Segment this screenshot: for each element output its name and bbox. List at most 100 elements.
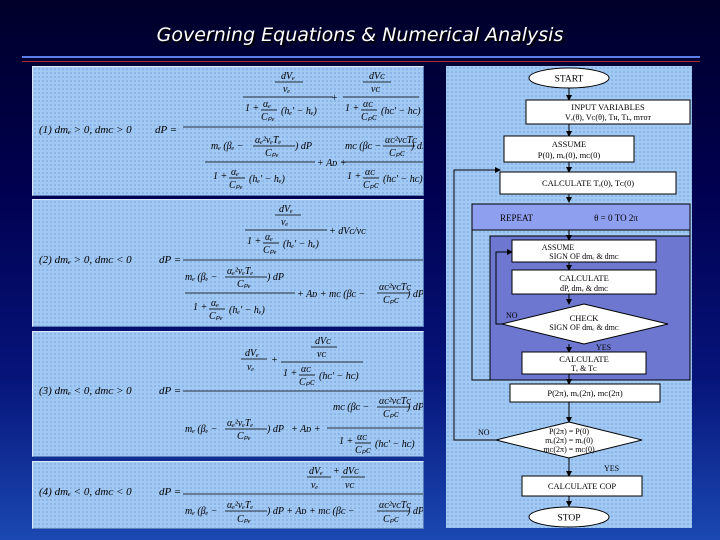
term: mₑ (βₑ − [211, 141, 244, 152]
result-box [509, 383, 661, 403]
term: αᴄ²vᴄTᴄ [379, 396, 411, 407]
term: dVₑ [245, 348, 259, 359]
term: Cₚᴄ [361, 112, 377, 123]
term: 1 + [345, 103, 359, 114]
assume-initial-line-1: ASSUME [552, 139, 586, 149]
term: 1 + [347, 171, 361, 182]
term: ) dP + Aᴅ + mᴄ (βᴄ − [266, 506, 355, 517]
term: + Aᴅ + [291, 424, 321, 435]
term: ) dP [410, 141, 423, 152]
equation-case-4: (4) dmₑ < 0, dmᴄ < 0 dP = dVₑ + dVᴄ vₑ v… [32, 461, 424, 529]
convergence-line-3: mᴄ(2π) = mᴄ(0) [543, 445, 595, 454]
result-label: P(2π), mₑ(2π), mᴄ(2π) [547, 388, 622, 398]
calc-temp-box [521, 351, 647, 375]
term: vₑ [311, 480, 318, 491]
term: αₑ [231, 167, 239, 178]
term: ) dP [406, 289, 423, 300]
check-sign-line-1: CHECK [570, 313, 600, 323]
term: ) dP [406, 506, 423, 517]
term: dVₑ [281, 71, 295, 82]
flowchart-panel: START INPUT VARIABLES Vₑ(θ), Vᴄ(θ), Tʜ, … [446, 66, 692, 528]
term: Cₚₑ [237, 279, 251, 290]
term: αₑ²vₑTₑ [227, 418, 253, 429]
term: vₑ [247, 362, 254, 373]
equation-formula: dVᴄ vᴄ dVₑ vₑ + 1 + αᴄ Cₚᴄ (hᴄ' − hᴄ) mₑ… [183, 336, 423, 456]
term: + Aᴅ + [317, 158, 347, 169]
term: + Aᴅ + mᴄ (βᴄ − [297, 289, 365, 300]
term: + [331, 93, 338, 104]
input-line-1: INPUT VARIABLES [571, 102, 645, 112]
term: Cₚᴄ [389, 148, 405, 159]
term: 1 + [245, 103, 259, 114]
term: dVᴄ [315, 336, 331, 347]
dp-label: dP = [159, 385, 182, 397]
term: dVᴄ [343, 466, 359, 477]
term: αₑ²vₑTₑ [227, 266, 253, 277]
term: mₑ (βₑ − [185, 506, 218, 517]
calc-initial-temp-box [499, 171, 677, 195]
start-label: START [555, 75, 584, 85]
assume-initial-line-2: P(0), mₑ(0), mᴄ(0) [538, 150, 601, 160]
term: dVₑ [279, 204, 293, 215]
term: (hᴄ' − hᴄ) [381, 106, 421, 117]
check-no-label: NO [506, 311, 518, 320]
term: vₑ [283, 84, 290, 95]
term: αᴄ²vᴄTᴄ [379, 500, 411, 511]
case-label: (3) dmₑ < 0, dmᴄ > 0 [39, 385, 132, 397]
title-underline-thin [22, 61, 700, 62]
term: Cₚₑ [237, 514, 251, 525]
calc-initial-temp-label: CALCULATE Tₑ(0), Tᴄ(0) [542, 178, 634, 188]
calc-cop-box [521, 475, 643, 497]
term: ) dP [294, 141, 312, 152]
term: Cₚₑ [229, 180, 243, 191]
check-sign-decision [501, 303, 669, 345]
term: Cₚᴄ [299, 377, 315, 388]
equation-formula: dVₑ + dVᴄ vₑ vᴄ mₑ (βₑ − αₑ²vₑTₑ Cₚₑ ) d… [183, 466, 423, 525]
convergence-yes-label: YES [604, 464, 619, 473]
title-underline [22, 56, 700, 58]
calc-dp-line-2: dP, dmₑ & dmᴄ [560, 284, 608, 293]
assume-sign-box [511, 239, 657, 263]
stop-terminal [528, 506, 610, 528]
term: αₑ [263, 99, 271, 110]
repeat-range: θ = 0 TO 2π [594, 213, 638, 223]
term: (hₑ' − hₑ) [283, 239, 319, 250]
dp-label: dP = [155, 124, 178, 136]
calc-dp-box [511, 269, 657, 295]
equation-case-2: (2) dmₑ > 0, dmᴄ < 0 dP = dVₑ vₑ + dVᴄ/v… [32, 199, 424, 327]
term: mₑ (βₑ − [185, 272, 218, 283]
equation-formula: dVₑ vₑ dVᴄ vᴄ + 1 + αₑ Cₚₑ (hₑ' − hₑ) 1 … [183, 71, 423, 191]
term: Cₚᴄ [383, 409, 399, 420]
term: + dVᴄ/vᴄ [329, 226, 366, 237]
term: 1 + [213, 171, 227, 182]
term: vᴄ [317, 349, 326, 360]
convergence-line-2: mₑ(2π) = mₑ(0) [545, 436, 593, 445]
term: ) dP [266, 424, 284, 435]
term: 1 + [247, 236, 261, 247]
equation-case-3: (3) dmₑ < 0, dmᴄ > 0 dP = dVᴄ vᴄ dVₑ vₑ … [32, 331, 424, 457]
check-sign-line-2: SIGN OF dmₑ & dmᴄ [549, 323, 619, 332]
term: Cₚₑ [263, 245, 277, 256]
term: dVₑ [309, 466, 323, 477]
term: Cₚₑ [209, 311, 223, 322]
check-yes-label: YES [596, 343, 611, 352]
term: (hₑ' − hₑ) [229, 305, 265, 316]
case-label: (2) dmₑ > 0, dmᴄ < 0 [39, 254, 132, 266]
term: Cₚᴄ [355, 445, 371, 456]
term: Cₚₑ [261, 112, 275, 123]
term: Cₚᴄ [363, 180, 379, 191]
term: vᴄ [371, 84, 380, 95]
start-terminal [528, 67, 610, 89]
input-line-2: Vₑ(θ), Vᴄ(θ), Tʜ, Tʟ, mᴛᴏᴛ [565, 113, 652, 122]
term: (hₑ' − hₑ) [281, 106, 317, 117]
stop-label: STOP [557, 514, 580, 524]
term: mₑ (βₑ − [185, 424, 218, 435]
term: Cₚᴄ [383, 295, 399, 306]
term: αₑ²vₑTₑ [227, 500, 253, 511]
term: αₑ [211, 298, 219, 309]
term: αᴄ²vᴄTᴄ [385, 135, 417, 146]
slide-title: Governing Equations & Numerical Analysis [156, 24, 564, 46]
term: (hᴄ' − hᴄ) [383, 174, 423, 185]
term: 1 + [193, 302, 207, 313]
assume-sign-line-1: ASSUME [542, 243, 575, 252]
